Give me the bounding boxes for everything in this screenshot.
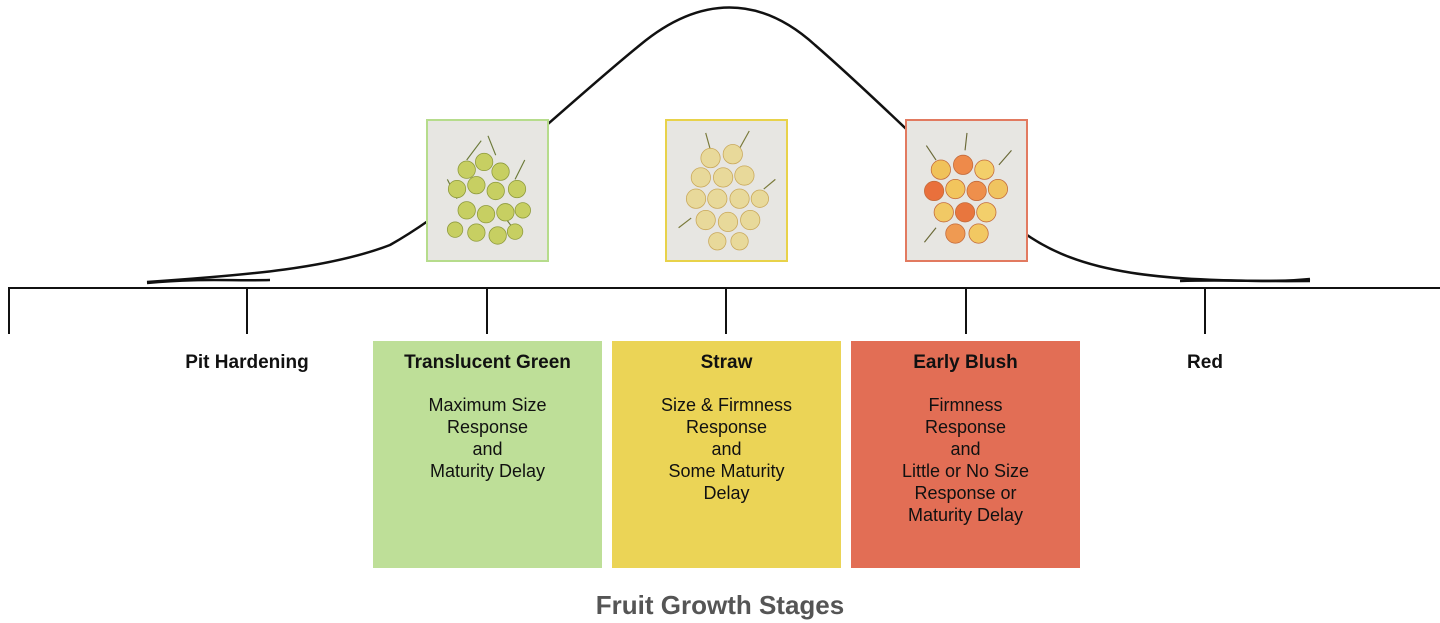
stage-line: Maturity Delay: [429, 461, 546, 481]
diagram-title: Fruit Growth Stages: [595, 590, 845, 620]
stage-box-translucent-green: Translucent Green Maximum Size Response …: [373, 341, 602, 568]
stage-line: Delay: [703, 483, 750, 503]
bell-curve: [146, 6, 1311, 284]
stage-line: and: [711, 439, 742, 459]
stage-line: Maximum Size: [428, 395, 547, 415]
stage-box-early-blush: Early Blush Firmness Response and Little…: [851, 341, 1080, 568]
stage-line: Response: [446, 417, 529, 437]
stage-line: Response: [924, 417, 1007, 437]
straw-cherries-photo: [665, 119, 788, 262]
curve-baseline-left: [146, 278, 271, 285]
stage-line: Little or No Size: [901, 461, 1030, 481]
stage-line: Firmness: [928, 395, 1003, 415]
stage-line: Maturity Delay: [907, 505, 1024, 525]
stage-line: and: [950, 439, 981, 459]
blush-cherries-photo: [905, 119, 1028, 262]
stage-line: and: [472, 439, 503, 459]
stage-box-straw: Straw Size & Firmness Response and Some …: [612, 341, 841, 568]
curve-baseline-right: [1179, 277, 1311, 283]
stage-line: Size & Firmness: [660, 395, 793, 415]
stage-title: Translucent Green: [404, 352, 571, 373]
stage-line: Response: [685, 417, 768, 437]
stage-title: Straw: [700, 352, 753, 373]
stage-title: Early Blush: [913, 352, 1018, 373]
stage-label-pit-hardening: Pit Hardening: [185, 352, 309, 373]
stage-line: Some Maturity: [668, 461, 785, 481]
stage-line: Response or: [914, 483, 1017, 503]
green-cherries-photo: [426, 119, 549, 262]
stage-label-red: Red: [1187, 352, 1223, 373]
